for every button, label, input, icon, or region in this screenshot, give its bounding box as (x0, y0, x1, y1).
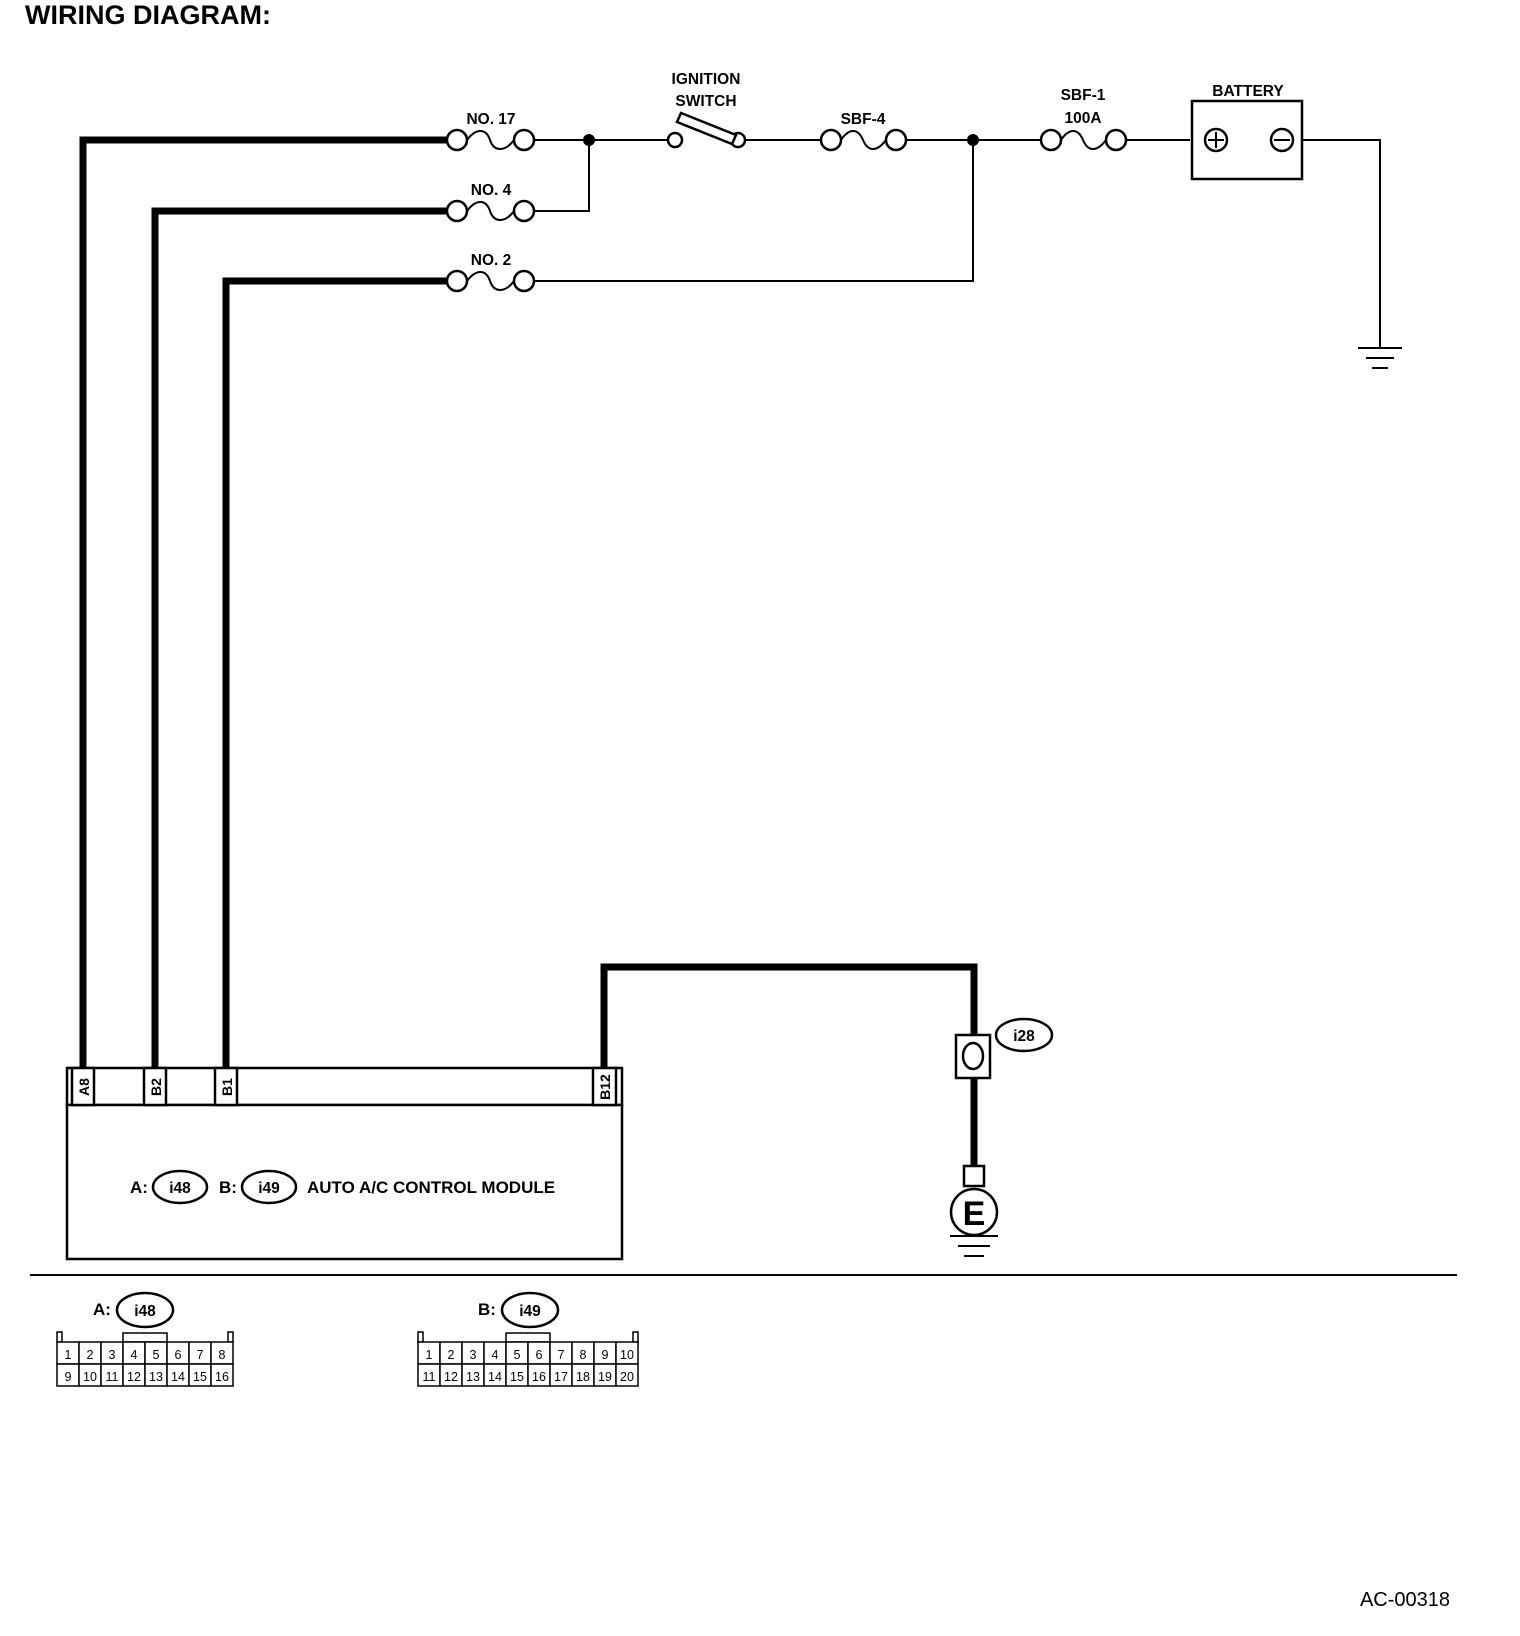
connector-view-a-prefix: A: (93, 1300, 111, 1319)
thick-wiring (79, 136, 978, 1170)
module-name: AUTO A/C CONTROL MODULE (307, 1178, 555, 1197)
fuse-no17-label: NO. 17 (466, 111, 515, 128)
connector-pin-number: 13 (466, 1370, 480, 1384)
connector-pin-number: 7 (558, 1348, 565, 1362)
connector-view-b-id: i49 (519, 1303, 541, 1320)
connector-pin-number: 20 (620, 1370, 634, 1384)
pin-a8-box (70, 1066, 96, 1107)
connector-pin-number: 6 (175, 1348, 182, 1362)
fuse-no2-label: NO. 2 (471, 252, 511, 269)
connector-pin-number: 2 (87, 1348, 94, 1362)
pin-b12-label: B12 (597, 1074, 613, 1100)
battery: BATTERY (1190, 83, 1304, 181)
module-prefix-a: A: (130, 1178, 148, 1197)
fuse-no4: NO. 4 (445, 182, 536, 223)
connector-pin-number: 8 (219, 1348, 226, 1362)
diagram-title: WIRING DIAGRAM: (25, 0, 271, 30)
module-connector-b-oval (240, 1169, 298, 1205)
connector-pin-number: 11 (423, 1370, 436, 1384)
fuse-sbf1: SBF-1 100A (1039, 87, 1128, 152)
connector-tab (632, 1331, 639, 1343)
ignition-switch: IGNITION SWITCH (666, 71, 747, 149)
pin-b1-box (213, 1066, 239, 1107)
connector-pin-cell (615, 1363, 639, 1387)
connector-pin-cell (210, 1363, 234, 1387)
fuse-sbf1-label: SBF-1 (1061, 87, 1106, 104)
connector-pin-number: 10 (83, 1370, 97, 1384)
connector-pin-number: 3 (470, 1348, 477, 1362)
ground-connector-i28: i28 (954, 1017, 1054, 1080)
connector-pin-number: 11 (106, 1370, 119, 1384)
connector-pin-number: 6 (536, 1348, 543, 1362)
ground-connector-label: i28 (1013, 1028, 1035, 1045)
connector-pin-number: 12 (127, 1370, 141, 1384)
connector-pin-number: 2 (448, 1348, 455, 1362)
connector-pin-number: 13 (149, 1370, 163, 1384)
connector-tab (56, 1331, 63, 1343)
battery-label: BATTERY (1212, 83, 1284, 100)
ignition-switch-label-2: SWITCH (675, 93, 736, 110)
connector-pin-number: 12 (444, 1370, 458, 1384)
connector-pin-number: 10 (620, 1348, 634, 1362)
connector-pin-number: 1 (65, 1348, 72, 1362)
connector-tab (417, 1331, 424, 1343)
connector-latch (505, 1332, 551, 1343)
control-module: A8 B2 B1 B12 A: i48 B: i49 AUTO A/C CONT… (65, 1066, 624, 1261)
document-id: AC-00318 (1360, 1589, 1450, 1611)
connector-pin-number: 16 (215, 1370, 229, 1384)
connector-pin-number: 9 (65, 1370, 72, 1384)
fuse-no4-label: NO. 4 (471, 182, 512, 199)
connector-pin-number: 7 (197, 1348, 204, 1362)
connector-pin-number: 5 (514, 1348, 521, 1362)
connector-pin-number: 14 (171, 1370, 185, 1384)
module-connector-b: i49 (258, 1180, 280, 1197)
module-connector-a-oval (151, 1169, 209, 1205)
connector-view-a-id: i48 (134, 1303, 156, 1320)
fuse-sbf4: SBF-4 (819, 111, 908, 152)
pin-b2-box (142, 1066, 168, 1107)
connector-pin-number: 18 (576, 1370, 590, 1384)
ground-point-e: E (949, 1164, 999, 1257)
connector-pin-number: 1 (426, 1348, 433, 1362)
ground-point-label: E (963, 1195, 986, 1233)
connector-pin-number: 14 (488, 1370, 502, 1384)
connector-pin-number: 9 (602, 1348, 609, 1362)
connector-pin-number: 5 (153, 1348, 160, 1362)
fuse-sbf1-rating: 100A (1064, 110, 1101, 127)
connector-pin-number: 3 (109, 1348, 116, 1362)
connector-pin-number: 17 (554, 1370, 568, 1384)
pin-b1-label: B1 (219, 1078, 235, 1096)
connector-pin-number: 15 (510, 1370, 524, 1384)
connector-pin-number: 19 (598, 1370, 612, 1384)
connector-pin-number: 4 (131, 1348, 138, 1362)
fuse-sbf4-label: SBF-4 (841, 111, 886, 128)
fuse-no17: NO. 17 (445, 111, 536, 152)
junction-dot (967, 134, 979, 146)
connector-pin-number: 4 (492, 1348, 499, 1362)
pin-b2-label: B2 (148, 1078, 164, 1096)
connector-pin-number: 16 (532, 1370, 546, 1384)
junction-dot (583, 134, 595, 146)
connector-pin-number: 15 (193, 1370, 207, 1384)
ignition-switch-label-1: IGNITION (672, 71, 741, 88)
pin-a8-label: A8 (76, 1078, 92, 1096)
pin-b12-box (591, 1066, 618, 1107)
connector-pin-number: 8 (580, 1348, 587, 1362)
connector-tab (227, 1331, 234, 1343)
module-prefix-b: B: (219, 1178, 237, 1197)
ground-symbol (1358, 347, 1402, 369)
module-connector-a: i48 (169, 1180, 191, 1197)
fuse-no2: NO. 2 (445, 252, 536, 293)
connector-latch (122, 1332, 168, 1343)
connector-view-b-prefix: B: (478, 1300, 496, 1319)
